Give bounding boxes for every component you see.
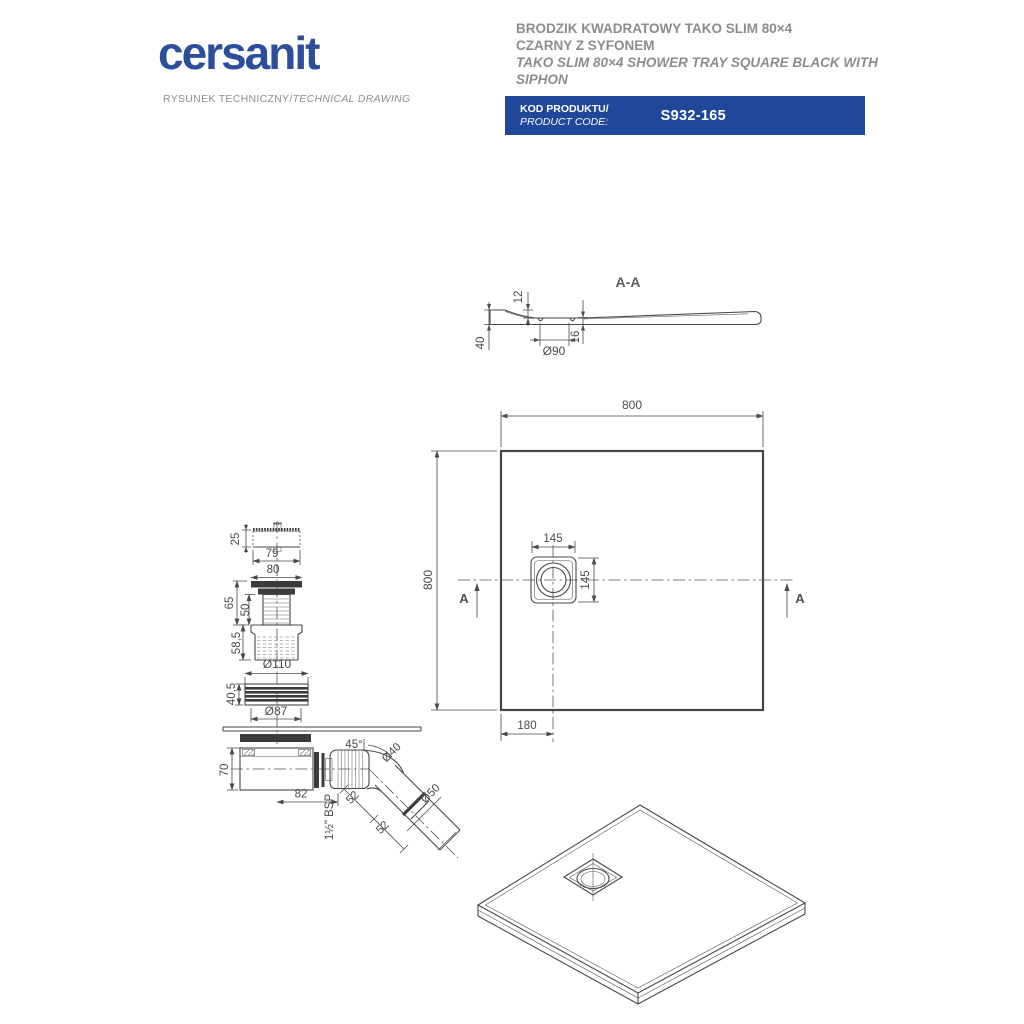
svg-text:Ø90: Ø90 [543, 344, 566, 358]
dim-800-width: 800 [500, 398, 764, 447]
gasket [240, 734, 311, 742]
svg-text:40: 40 [475, 337, 487, 350]
drawing-type-en: TECHNICAL DRAWING [292, 93, 411, 105]
svg-text:16: 16 [570, 331, 582, 344]
product-title-block: BRODZIK KWADRATOWY TAKO SLIM 80×4 CZARNY… [516, 20, 886, 88]
dim-65: 65 [224, 580, 247, 626]
section-view-aa: A-A 40 12 Ø90 16 [475, 274, 762, 358]
dim-52-52: 52 52 [339, 784, 409, 854]
product-code-value: S932-165 [660, 107, 726, 124]
svg-text:25: 25 [230, 533, 242, 546]
iso-drain [562, 853, 624, 901]
section-title: A-A [616, 274, 641, 290]
iso-rim-line [484, 809, 799, 989]
ribbed-seal [244, 683, 309, 706]
svg-text:Ø87: Ø87 [265, 704, 288, 718]
svg-text:40,5: 40,5 [226, 683, 238, 705]
elbow-pipe [360, 749, 461, 859]
product-title-english: TAKO SLIM 80×4 SHOWER TRAY SQUARE BLACK … [516, 55, 878, 87]
svg-text:145: 145 [580, 570, 592, 589]
profile-inner-line [583, 313, 749, 320]
svg-text:Ø110: Ø110 [263, 657, 292, 671]
dim-o110: Ø110 [244, 657, 309, 684]
svg-text:82: 82 [295, 789, 308, 801]
dim-82: 82 [276, 789, 339, 806]
grate-cover [252, 522, 301, 552]
svg-text:80: 80 [267, 564, 280, 576]
flange-shaft [251, 581, 302, 626]
isometric-view [476, 804, 807, 1005]
iso-side-line [477, 907, 806, 999]
dim-12: 12 [513, 291, 533, 326]
svg-text:A: A [795, 591, 805, 606]
product-title-line1: BRODZIK KWADRATOWY TAKO SLIM 80×4 [516, 21, 793, 36]
svg-text:A: A [459, 591, 469, 606]
iso-top-face [476, 804, 807, 994]
dim-70: 70 [219, 747, 240, 791]
product-code-labels: KOD PRODUKTU/ PRODUCT CODE: [505, 103, 609, 129]
drain-recess-hooks [537, 317, 576, 322]
svg-text:12: 12 [513, 291, 525, 304]
tray-plate-section [222, 726, 422, 732]
dim-79: 79 [252, 548, 301, 565]
drawing-type-label: RYSUNEK TECHNICZNY/TECHNICAL DRAWING [163, 93, 411, 105]
svg-text:800: 800 [622, 398, 642, 412]
threaded-sleeve [250, 624, 303, 661]
product-code-box: KOD PRODUKTU/ PRODUCT CODE: S932-165 [505, 96, 865, 135]
dim-80: 80 [250, 564, 303, 580]
cersanit-logo: cersanit [158, 27, 320, 79]
dim-50: 50 [240, 593, 255, 626]
dim-40-5: 40,5 [226, 683, 245, 706]
svg-text:145: 145 [543, 533, 562, 545]
plan-view: 800 800 145 145 180 A [421, 398, 805, 742]
product-code-label-en: PRODUCT CODE: [520, 115, 609, 128]
dim-o90: Ø90 [530, 323, 579, 358]
tray-profile [489, 309, 762, 326]
svg-text:Ø50: Ø50 [419, 782, 443, 806]
svg-text:800: 800 [421, 570, 435, 590]
dim-40: 40 [475, 302, 495, 350]
drain-plan [530, 556, 577, 604]
tray-outline [499, 449, 765, 712]
svg-text:70: 70 [219, 764, 231, 777]
product-title-line2: CZARNY Z SYFONEM [516, 38, 655, 53]
svg-text:65: 65 [224, 597, 236, 610]
compression-nut [329, 749, 370, 790]
dim-58-5: 58,5 [231, 624, 251, 661]
dim-25: 25 [230, 524, 251, 553]
dim-180: 180 [500, 714, 554, 741]
dim-45deg: 45° [345, 739, 393, 758]
dim-800-height: 800 [421, 450, 497, 711]
dim-145-width: 145 [531, 533, 576, 553]
svg-text:79: 79 [266, 548, 279, 560]
outlet-connector [314, 749, 370, 790]
section-marker-left: A [459, 583, 480, 618]
dim-145-height: 145 [578, 557, 599, 603]
svg-text:58,5: 58,5 [231, 632, 243, 654]
drawing-type-pl: RYSUNEK TECHNICZNY/ [163, 93, 293, 105]
thread-spec-label: 1½" BSP [324, 794, 336, 841]
svg-text:180: 180 [517, 720, 536, 732]
svg-text:50: 50 [240, 604, 252, 617]
siphon-detail: 25 79 80 65 50 [219, 521, 461, 859]
dim-16: 16 [570, 300, 588, 344]
product-code-label-pl: KOD PRODUKTU/ [520, 102, 609, 115]
iso-slab-side [477, 903, 806, 1005]
dim-pipe-o40: Ø40 [380, 741, 404, 765]
dim-o87: Ø87 [250, 704, 302, 722]
section-marker-right: A [784, 583, 805, 618]
svg-text:45°: 45° [345, 739, 362, 751]
